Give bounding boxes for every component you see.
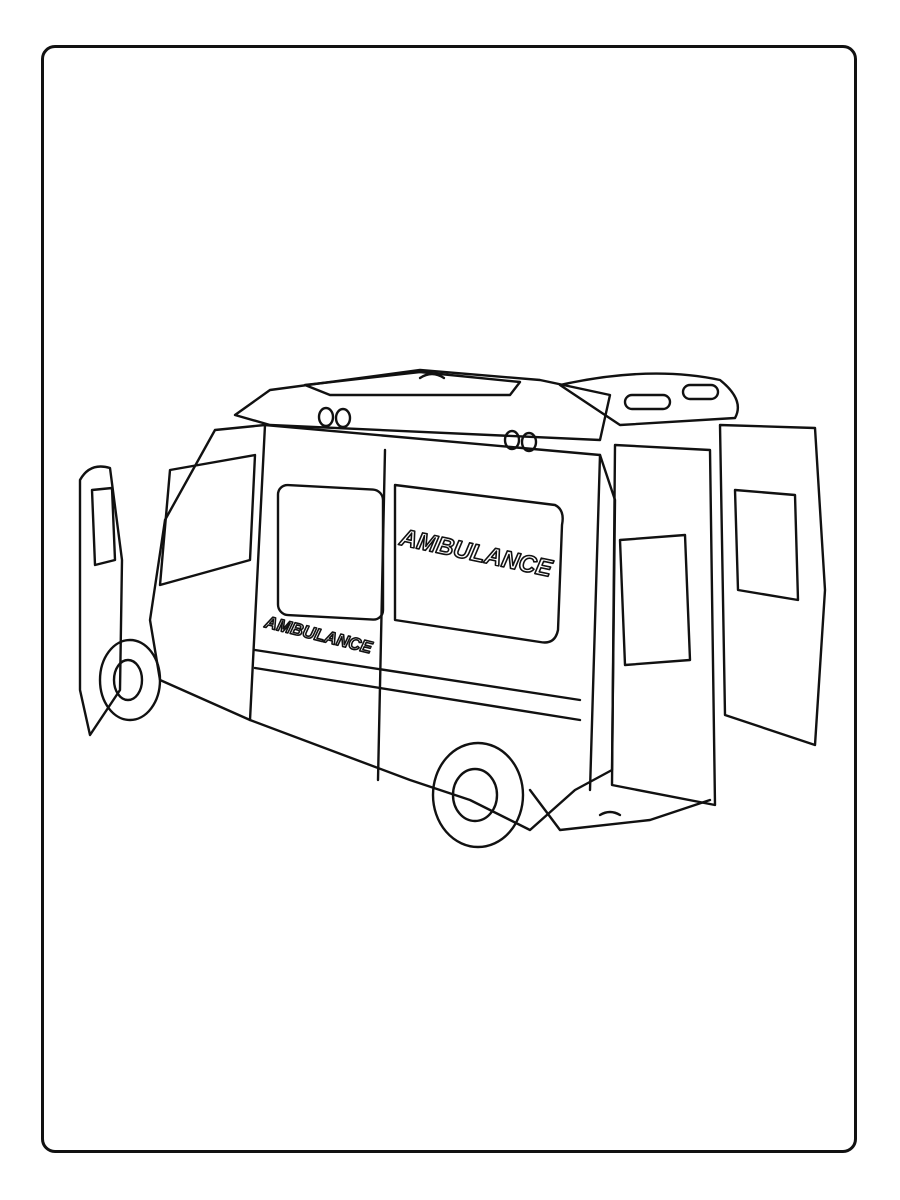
page-border: [41, 45, 857, 1153]
wheels: [98, 638, 525, 849]
ambulance-label-large: AMBULANCE: [396, 524, 555, 583]
rear-doors-open: [610, 423, 827, 807]
rear-bumper: [528, 788, 712, 832]
van-body: [148, 423, 617, 832]
windows: [158, 453, 564, 644]
roof-lights: [317, 406, 538, 453]
roof: [233, 368, 740, 442]
front-door-open: [78, 465, 124, 737]
